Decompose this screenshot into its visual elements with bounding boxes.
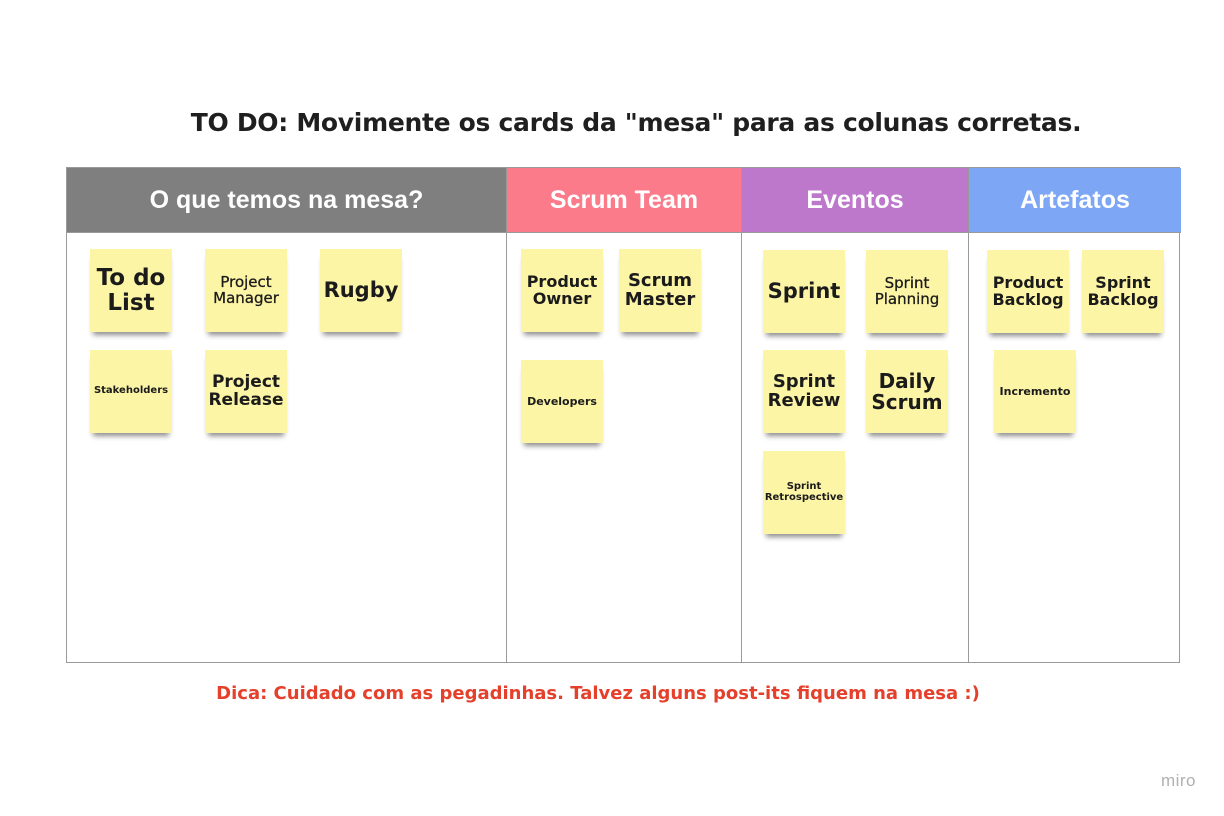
sticky-note-sprint-review[interactable]: Sprint Review <box>763 350 845 433</box>
sticky-note-project-manager[interactable]: Project Manager <box>205 249 287 332</box>
sticky-note-daily-scrum[interactable]: Daily Scrum <box>866 350 948 433</box>
board-title: TO DO: Movimente os cards da "mesa" para… <box>190 108 1082 137</box>
miro-watermark: miro <box>1160 771 1196 790</box>
column-header-scrum-team: Scrum Team <box>507 168 741 233</box>
sticky-note-sprint-retrospective[interactable]: Sprint Retrospective <box>763 451 845 534</box>
sticky-note-product-backlog[interactable]: Product Backlog <box>987 250 1069 333</box>
sticky-note-product-owner[interactable]: Product Owner <box>521 249 603 332</box>
column-mesa: O que temos na mesa? <box>67 168 507 662</box>
column-header-mesa: O que temos na mesa? <box>67 168 506 233</box>
sticky-note-project-release[interactable]: Project Release <box>205 350 287 433</box>
sticky-note-sprint-planning[interactable]: Sprint Planning <box>866 250 948 333</box>
sticky-note-scrum-master[interactable]: Scrum Master <box>619 249 701 332</box>
column-header-artefatos: Artefatos <box>969 168 1181 233</box>
sticky-note-stakeholders[interactable]: Stakeholders <box>90 350 172 433</box>
sticky-note-sprint-backlog[interactable]: Sprint Backlog <box>1082 250 1164 333</box>
sticky-note-sprint[interactable]: Sprint <box>763 250 845 333</box>
column-eventos: Eventos <box>742 168 969 662</box>
sticky-note-developers[interactable]: Developers <box>521 360 603 443</box>
sticky-note-rugby[interactable]: Rugby <box>320 249 402 332</box>
hint-text: Dica: Cuidado com as pegadinhas. Talvez … <box>216 683 980 704</box>
sticky-note-todo-list[interactable]: To do List <box>90 249 172 332</box>
column-header-eventos: Eventos <box>742 168 968 233</box>
column-scrum-team: Scrum Team <box>507 168 742 662</box>
sticky-note-incremento[interactable]: Incremento <box>994 350 1076 433</box>
column-artefatos: Artefatos <box>969 168 1181 662</box>
